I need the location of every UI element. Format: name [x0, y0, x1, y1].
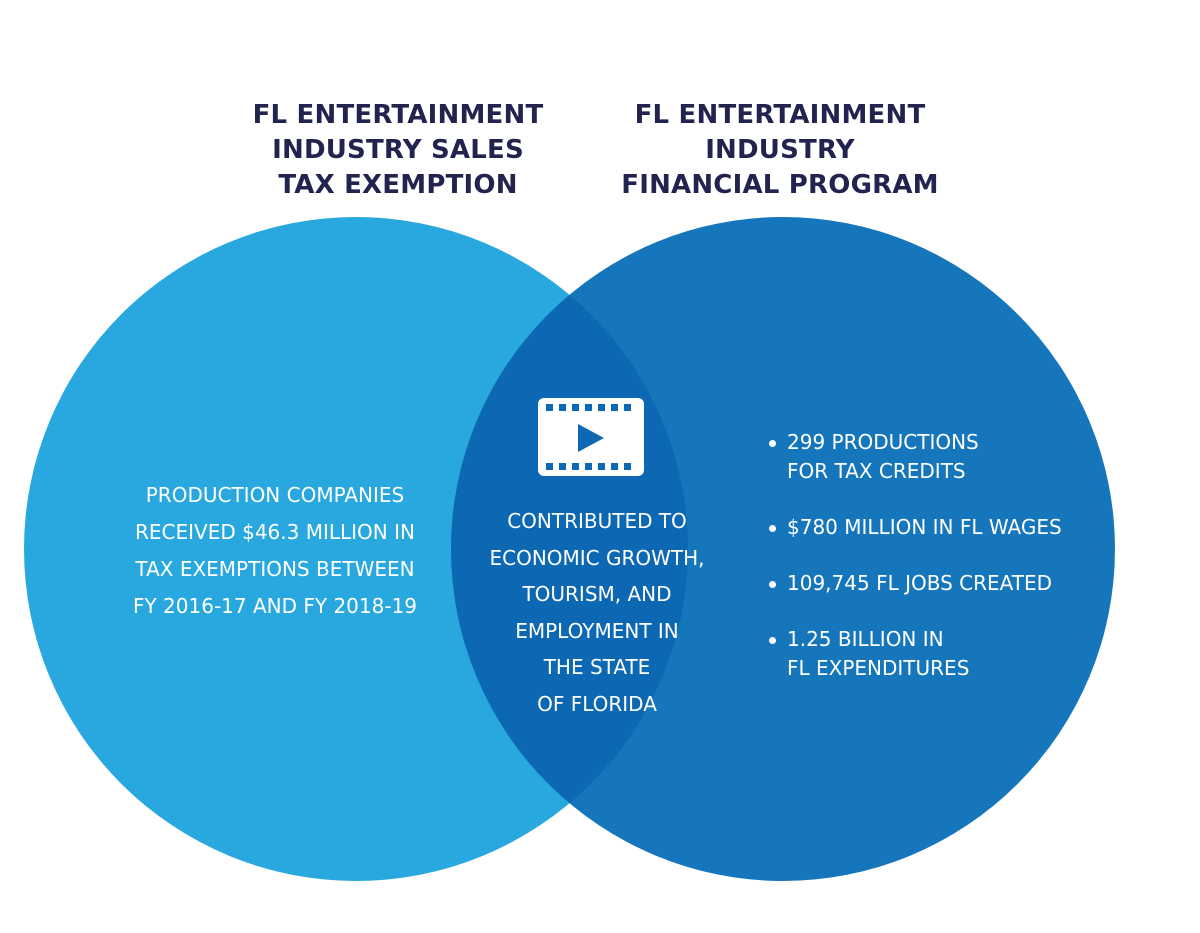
overlap-text: CONTRIBUTED TO ECONOMIC GROWTH, TOURISM,… — [452, 503, 742, 722]
overlap-text-line: OF FLORIDA — [537, 691, 657, 716]
left-text-line: PRODUCTION COMPANIES — [145, 483, 405, 507]
bullet-item: $780 MILLION IN FL WAGES — [768, 513, 1062, 542]
overlap-text-line: THE STATE — [543, 655, 651, 679]
bullet-item: 1.25 BILLION IN FL EXPENDITURES — [768, 625, 1062, 683]
overlap-text-line: CONTRIBUTED TO — [507, 509, 687, 533]
right-set-title-line: FL ENTERTAINMENT — [634, 100, 926, 130]
bullet-line: FOR TAX CREDITS — [787, 459, 966, 483]
left-set-title-line: TAX EXEMPTION — [278, 170, 518, 200]
left-set-title-line: INDUSTRY SALES — [272, 135, 524, 165]
overlap-text-line: ECONOMIC GROWTH, — [489, 545, 705, 570]
bullet-item: 299 PRODUCTIONS FOR TAX CREDITS — [768, 428, 1062, 486]
left-set-title-line: FL ENTERTAINMENT — [252, 100, 544, 130]
left-text-line: FY 2016-17 AND FY 2018-19 — [132, 594, 418, 618]
bullet-line: $780 MILLION IN FL WAGES — [787, 515, 1062, 539]
bullet-line: 1.25 BILLION IN — [787, 627, 944, 651]
bullet-item: 109,745 FL JOBS CREATED — [768, 569, 1062, 598]
left-set-text: PRODUCTION COMPANIES RECEIVED $46.3 MILL… — [100, 477, 450, 625]
overlap-text-line: TOURISM, AND — [522, 582, 672, 606]
left-set-title: FL ENTERTAINMENT INDUSTRY SALES TAX EXEM… — [238, 98, 558, 203]
bullet-line: 299 PRODUCTIONS — [787, 430, 979, 454]
left-text-line: TAX EXEMPTIONS BETWEEN — [135, 557, 415, 581]
right-set-title-line: FINANCIAL PROGRAM — [621, 170, 939, 200]
bullet-line: FL EXPENDITURES — [787, 656, 970, 680]
left-text-line: RECEIVED $46.3 MILLION IN — [135, 520, 415, 544]
right-set-title: FL ENTERTAINMENT INDUSTRY FINANCIAL PROG… — [600, 98, 960, 203]
bullet-line: 109,745 FL JOBS CREATED — [787, 571, 1053, 595]
right-set-title-line: INDUSTRY — [705, 135, 855, 165]
film-play-icon — [538, 398, 644, 476]
overlap-text-line: EMPLOYMENT IN — [515, 618, 679, 643]
right-set-bullet-list: 299 PRODUCTIONS FOR TAX CREDITS $780 MIL… — [768, 428, 1062, 683]
overlap-region — [451, 217, 688, 881]
